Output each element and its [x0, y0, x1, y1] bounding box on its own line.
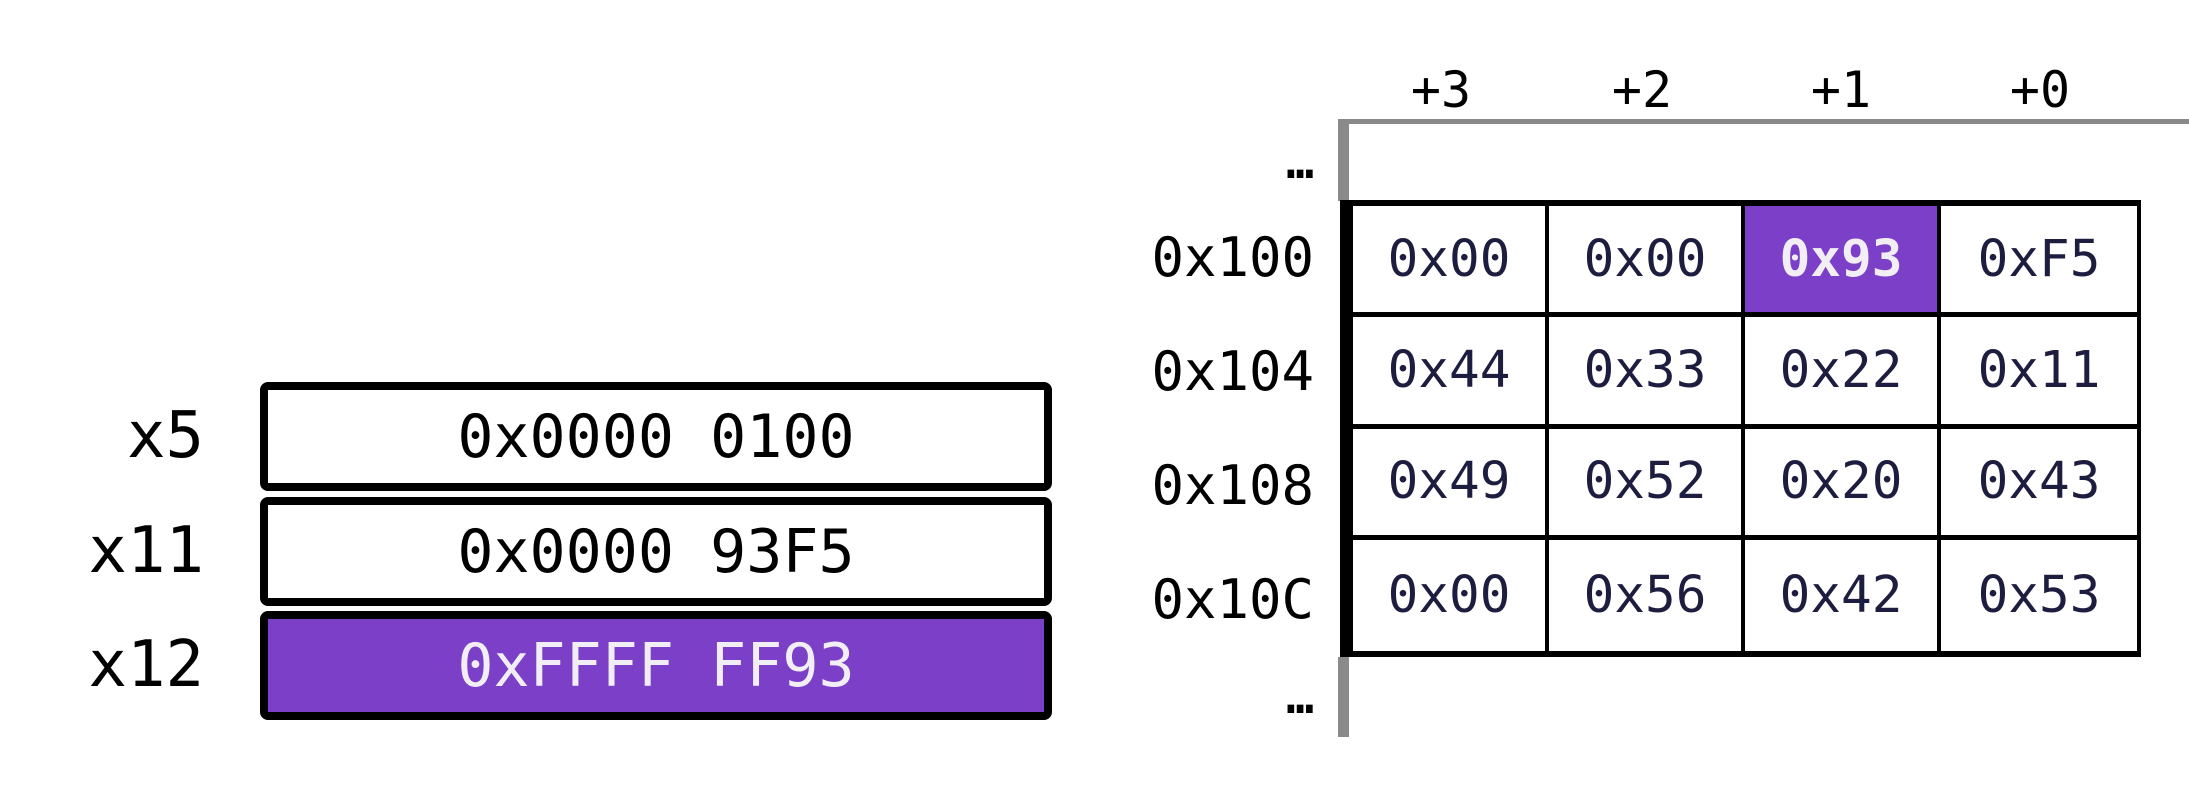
memory-cell-0x104-plus3: 0x44 — [1353, 317, 1549, 429]
address-label-0x100: 0x100 — [1151, 225, 1314, 289]
memory-cell-0x10C-plus1: 0x42 — [1745, 539, 1941, 651]
memory-cell-0x100-plus2: 0x00 — [1549, 206, 1745, 318]
register-label-x11: x11 — [88, 514, 204, 588]
address-label-0x104: 0x104 — [1151, 339, 1314, 403]
byte-offset-header-plus2: +2 — [1611, 61, 1673, 119]
memory-cell-0x10C-plus0: 0x53 — [1941, 539, 2137, 651]
memory-cell-0x108-plus1: 0x20 — [1745, 428, 1941, 540]
memory-cell-0x100-plus1-highlighted: 0x93 — [1745, 206, 1941, 318]
address-label-0x10C: 0x10C — [1151, 567, 1314, 631]
byte-offset-header-plus3: +3 — [1410, 61, 1472, 119]
memory-cell-0x108-plus2: 0x52 — [1549, 428, 1745, 540]
memory-cell-0x104-plus0: 0x11 — [1941, 317, 2137, 429]
memory-left-gray-bar-bottom — [1338, 657, 1349, 737]
memory-cell-0x100-plus0: 0xF5 — [1941, 206, 2137, 318]
memory-cell-0x104-plus2: 0x33 — [1549, 317, 1745, 429]
address-label-0x108: 0x108 — [1151, 453, 1314, 517]
register-value-x12: 0xFFFF FF93 — [457, 630, 855, 701]
register-box-x5: 0x0000 0100 — [260, 382, 1052, 491]
memory-cell-0x104-plus1: 0x22 — [1745, 317, 1941, 429]
byte-offset-header-plus1: +1 — [1810, 61, 1872, 119]
memory-grid: 0x00 0x00 0x93 0xF5 0x44 0x33 0x22 0x11 … — [1340, 200, 2141, 657]
register-box-x12-highlighted: 0xFFFF FF93 — [260, 611, 1052, 720]
register-label-x5: x5 — [126, 399, 204, 473]
memory-top-gray-line — [1338, 119, 2189, 124]
register-value-x5: 0x0000 0100 — [457, 401, 855, 472]
memory-ellipsis-bottom: … — [1286, 670, 1314, 724]
memory-cell-0x108-plus0: 0x43 — [1941, 428, 2137, 540]
byte-offset-header-plus0: +0 — [2009, 61, 2071, 119]
memory-cell-0x100-plus3: 0x00 — [1353, 206, 1549, 318]
memory-left-gray-bar-top — [1338, 119, 1349, 201]
memory-cell-0x108-plus3: 0x49 — [1353, 428, 1549, 540]
register-label-x12: x12 — [88, 628, 204, 702]
register-box-x11: 0x0000 93F5 — [260, 497, 1052, 606]
memory-cell-0x10C-plus2: 0x56 — [1549, 539, 1745, 651]
register-value-x11: 0x0000 93F5 — [457, 516, 855, 587]
memory-ellipsis-top: … — [1286, 134, 1314, 189]
memory-cell-0x10C-plus3: 0x00 — [1353, 539, 1549, 651]
